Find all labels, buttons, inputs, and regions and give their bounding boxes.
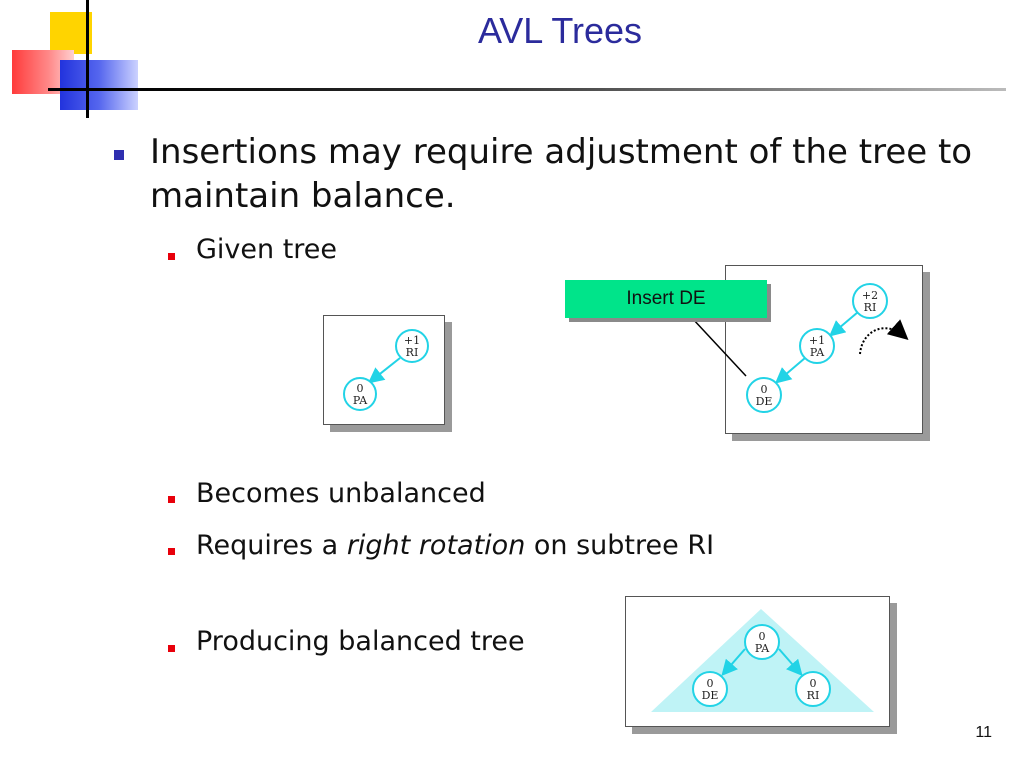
balanced-tree-svg: 0 PA 0 DE 0 RI [651, 609, 874, 712]
node-key: PA [755, 642, 770, 655]
sub-bullet-given: Given tree [196, 234, 338, 265]
node-key: RI [406, 346, 419, 359]
sub-bullet-marker [168, 645, 175, 652]
node-key: PA [353, 394, 368, 407]
requires-emphasis: right rotation [346, 530, 526, 561]
node-balance: +1 [404, 334, 420, 347]
given-tree-svg: +1 RI 0 PA [343, 329, 429, 411]
tree-node-circle [744, 624, 780, 660]
title-divider [130, 88, 1006, 91]
logo-yellow-square [50, 12, 92, 54]
sub-bullet-producing: Producing balanced tree [196, 626, 525, 657]
tree-node-circle [692, 671, 728, 707]
balanced-tree-figure: 0 PA 0 DE 0 RI [625, 596, 890, 727]
sub-bullet-requires: Requires a right rotation on subtree RI [196, 530, 714, 561]
tree-edge [778, 648, 803, 677]
tree-edge [721, 648, 746, 677]
page-number: 11 [975, 724, 992, 741]
callout-pointer [691, 317, 747, 377]
tree-edge [774, 357, 806, 384]
sub-bullet-marker [168, 253, 175, 260]
requires-prefix: Requires a [196, 530, 347, 561]
requires-suffix: on subtree RI [525, 530, 715, 561]
node-key: PA [810, 346, 825, 359]
node-balance: 0 [357, 382, 364, 395]
sub-bullet-marker [168, 548, 175, 555]
node-balance: 0 [761, 383, 768, 396]
node-key: DE [756, 395, 773, 408]
logo-blue-square [60, 60, 138, 110]
tree-node-circle [343, 377, 377, 411]
node-balance: +2 [862, 289, 878, 302]
node-key: DE [702, 689, 719, 702]
logo-horizontal-line [48, 88, 148, 91]
main-bullet-marker [114, 150, 124, 160]
tree-node-circle [795, 671, 831, 707]
sub-bullet-unbalanced: Becomes unbalanced [196, 478, 486, 509]
insert-callout: Insert DE [565, 280, 767, 318]
tree-node-circle [852, 283, 888, 319]
node-balance: +1 [809, 334, 825, 347]
tree-edge [828, 311, 859, 337]
tree-node-circle [746, 377, 782, 413]
callout-pointer-line [691, 317, 747, 377]
logo-vertical-line [86, 0, 89, 118]
node-balance: 0 [810, 677, 817, 690]
unbalanced-tree-svg: +2 RI +1 PA 0 DE [746, 283, 909, 413]
tree-node-circle [799, 328, 835, 364]
page-title: AVL Trees [477, 10, 643, 51]
sub-bullet-marker [168, 496, 175, 503]
given-tree-figure: +1 RI 0 PA [323, 315, 445, 425]
tree-node-circle [395, 329, 429, 363]
rotation-arrow [859, 319, 909, 355]
node-key: RI [864, 301, 877, 314]
node-balance: 0 [707, 677, 714, 690]
node-balance: 0 [759, 630, 766, 643]
tree-edge [367, 357, 401, 384]
node-key: RI [807, 689, 820, 702]
main-bullet-text: Insertions may require adjustment of the… [150, 132, 973, 216]
